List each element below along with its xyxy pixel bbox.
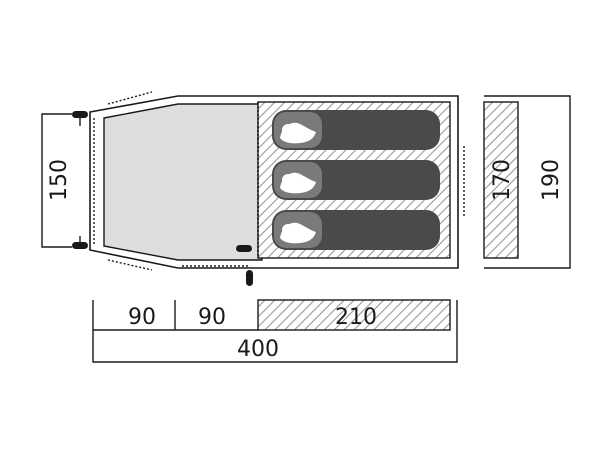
dimension-total-length: 400 bbox=[92, 300, 458, 363]
tent-peg-icon bbox=[236, 245, 252, 252]
dimension-label: 400 bbox=[237, 337, 279, 362]
dimension-inner-height: 170 bbox=[483, 101, 519, 259]
sleeping-bags bbox=[272, 110, 440, 250]
vestibule-floor bbox=[103, 103, 263, 261]
person-silhouette-icon bbox=[280, 172, 316, 194]
dimension-length-segments: 90 90 210 bbox=[92, 299, 451, 331]
person-silhouette-icon bbox=[280, 122, 316, 144]
tent-peg-icon bbox=[246, 270, 253, 286]
guy-lines bbox=[107, 91, 465, 271]
dimension-label: 90 bbox=[198, 305, 226, 330]
dimension-outer-height: 190 bbox=[484, 95, 571, 269]
dimension-vestibule-height: 150 bbox=[41, 113, 72, 248]
dimension-label: 190 bbox=[539, 159, 564, 201]
person-silhouette-icon bbox=[280, 222, 316, 244]
dimension-label: 90 bbox=[128, 305, 156, 330]
tent-peg-icon bbox=[72, 111, 88, 126]
tent-outline bbox=[89, 95, 459, 269]
sleeping-bag-icon bbox=[272, 160, 440, 200]
dimension-label: 170 bbox=[490, 159, 515, 201]
sleeping-bag-icon bbox=[272, 210, 440, 250]
tent-peg-icon bbox=[72, 236, 88, 249]
sleeping-bag-icon bbox=[272, 110, 440, 150]
dimension-label: 210 bbox=[335, 305, 377, 330]
dimension-label: 150 bbox=[47, 159, 72, 201]
door-zipper bbox=[93, 102, 259, 267]
